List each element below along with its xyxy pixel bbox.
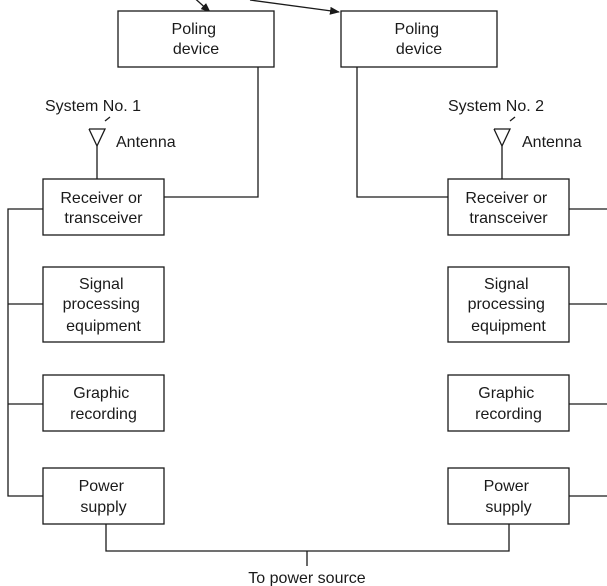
signal-line-2: processing bbox=[468, 296, 545, 313]
signal-line-1: Signal bbox=[79, 276, 123, 293]
signal-processing-box-1 bbox=[42, 266, 165, 343]
signal-line-2: processing bbox=[63, 296, 140, 313]
antenna-icon-1 bbox=[88, 116, 111, 179]
power-source-label: To power source bbox=[248, 570, 365, 586]
poling-device-line-2: device bbox=[173, 41, 219, 58]
antenna-icon-2 bbox=[493, 116, 516, 179]
arrow-to-left-poling bbox=[195, 0, 211, 13]
signal-line-3: equipment bbox=[471, 318, 546, 335]
poling-device-box-2 bbox=[340, 10, 498, 68]
system-2: Poling device System No. 2 Antenna Recei… bbox=[340, 10, 607, 525]
receiver-label-1: Receiver or transceiver bbox=[60, 190, 146, 227]
power-supply-label-1: Power supply bbox=[79, 478, 129, 516]
power-supply-box-2 bbox=[447, 467, 570, 525]
left-bus-wire bbox=[7, 208, 43, 497]
graphic-line-2: recording bbox=[475, 406, 542, 423]
receiver-line-1: Receiver or bbox=[60, 190, 142, 207]
poling-device-label-2: Poling device bbox=[395, 21, 444, 58]
antenna-label-2: Antenna bbox=[522, 134, 582, 151]
receiver-box-2 bbox=[447, 178, 570, 236]
system-1: Poling device System No. 1 Antenna Recei… bbox=[7, 10, 275, 525]
graphic-recording-box-2 bbox=[447, 374, 570, 432]
signal-processing-label-2: Signal processing equipment bbox=[468, 276, 550, 335]
power-bus-wire bbox=[105, 524, 510, 552]
graphic-line-2: recording bbox=[70, 406, 137, 423]
power-line-1: Power bbox=[79, 478, 125, 495]
graphic-line-1: Graphic bbox=[73, 385, 129, 402]
receiver-line-2: transceiver bbox=[469, 210, 548, 227]
poling-device-line-2: device bbox=[396, 41, 442, 58]
power-supply-label-2: Power supply bbox=[484, 478, 534, 516]
poling-device-line-1: Poling bbox=[172, 21, 216, 38]
signal-processing-box-2 bbox=[447, 266, 570, 343]
poling-device-line-1: Poling bbox=[395, 21, 439, 38]
graphic-line-1: Graphic bbox=[478, 385, 534, 402]
signal-line-1: Signal bbox=[484, 276, 528, 293]
graphic-recording-label-2: Graphic recording bbox=[475, 385, 542, 423]
signal-processing-label-1: Signal processing equipment bbox=[63, 276, 145, 335]
poling-to-receiver-wire-2 bbox=[356, 67, 448, 198]
receiver-box-1 bbox=[42, 178, 165, 236]
poling-device-box-1 bbox=[117, 10, 275, 68]
signal-line-3: equipment bbox=[66, 318, 141, 335]
receiver-line-2: transceiver bbox=[64, 210, 143, 227]
power-line-2: supply bbox=[80, 499, 126, 516]
graphic-recording-label-1: Graphic recording bbox=[70, 385, 137, 423]
power-line-1: Power bbox=[484, 478, 530, 495]
system-label-2: System No. 2 bbox=[448, 98, 544, 115]
graphic-recording-box-1 bbox=[42, 374, 165, 432]
poling-device-label-1: Poling device bbox=[172, 21, 221, 58]
receiver-label-2: Receiver or transceiver bbox=[465, 190, 551, 227]
arrow-to-right-poling bbox=[249, 0, 340, 15]
power-line-2: supply bbox=[485, 499, 531, 516]
power-supply-box-1 bbox=[42, 467, 165, 525]
antenna-label-1: Antenna bbox=[116, 134, 176, 151]
poling-to-receiver-wire-1 bbox=[164, 67, 259, 198]
receiver-line-1: Receiver or bbox=[465, 190, 547, 207]
system-label-1: System No. 1 bbox=[45, 98, 141, 115]
